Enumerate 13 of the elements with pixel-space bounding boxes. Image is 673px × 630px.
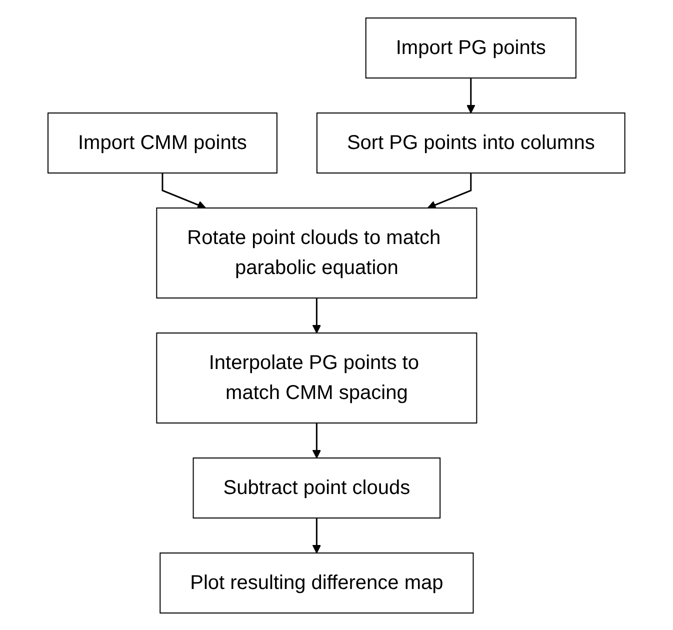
- node-box: Interpolate PG points to match CMM spacing: [156, 332, 478, 423]
- node-box: Rotate point clouds to match parabolic equation: [156, 207, 478, 298]
- node-box: Import PG points: [365, 17, 576, 78]
- arrow: [466, 78, 476, 113]
- arrow: [427, 172, 472, 209]
- node-box: Sort PG points into columns: [316, 112, 626, 173]
- arrow: [312, 298, 322, 333]
- arrow: [162, 172, 206, 209]
- node-box: Import CMM points: [48, 112, 278, 173]
- node-box: Plot resulting difference map: [160, 552, 474, 613]
- node-box: Subtract point clouds: [192, 457, 441, 518]
- arrow: [312, 518, 322, 553]
- arrow: [312, 422, 322, 458]
